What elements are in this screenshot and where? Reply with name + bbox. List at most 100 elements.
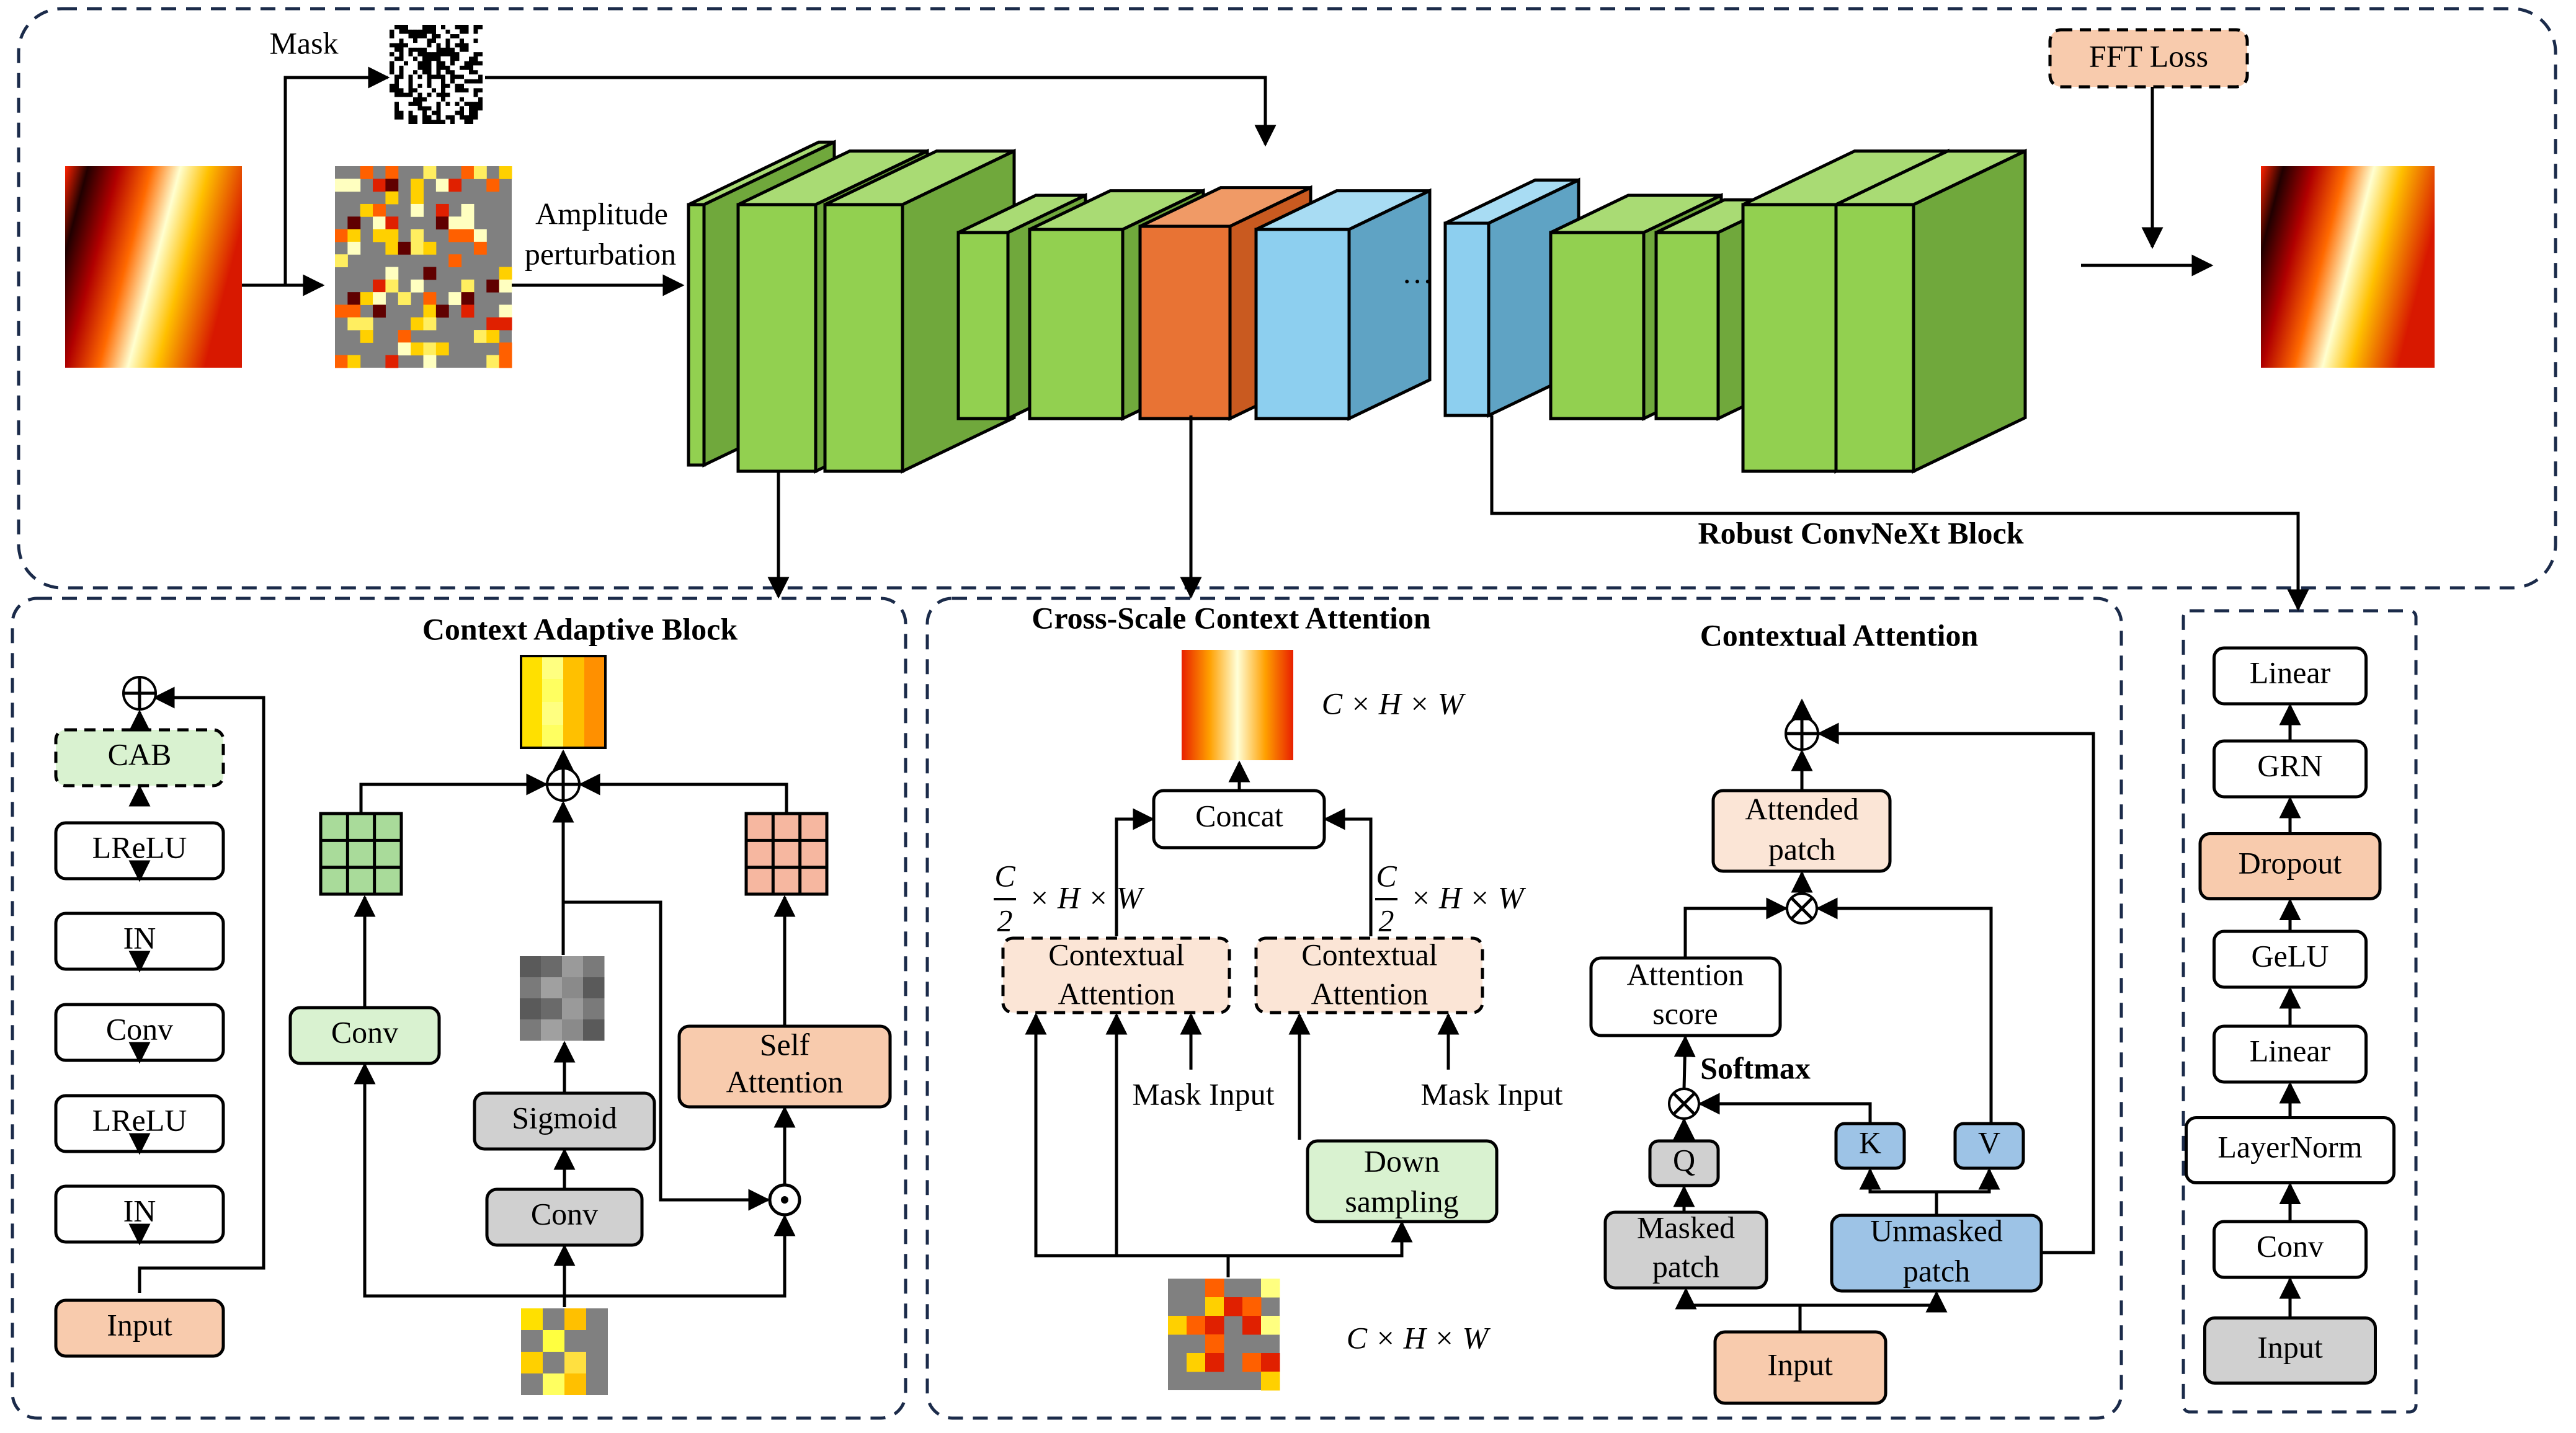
amplitude-label: Amplitude xyxy=(535,196,668,231)
csca-title: Cross-Scale Context Attention xyxy=(1032,600,1431,635)
csca-ctx1-label-b: Attention xyxy=(1058,976,1175,1011)
perturbed-heatmap xyxy=(335,166,512,368)
csca-arrow-in-down xyxy=(1228,1220,1413,1258)
output-heatmap xyxy=(2261,166,2435,368)
left-stack-label-1: LReLU xyxy=(92,830,187,864)
plus-cross-left xyxy=(123,677,156,709)
right-stack-label-5: LayerNorm xyxy=(2217,1129,2362,1164)
mid-frame xyxy=(925,597,2123,1420)
csca-down-label-1: Down xyxy=(1364,1143,1440,1178)
right-stack-label-3: GeLU xyxy=(2252,938,2329,973)
ca-unmasked-label-1: Unmasked xyxy=(1870,1213,2003,1248)
network-blocks xyxy=(687,140,2027,474)
left-stack-label-0: CAB xyxy=(108,737,172,771)
csca-ctx1-box xyxy=(1001,936,1231,1014)
csca-mask-input-1: Mask Input xyxy=(1132,1076,1274,1111)
cab-line-gray-dot xyxy=(564,900,770,1211)
cab-self-attn-label-2: Attention xyxy=(726,1064,844,1099)
csca-half-c-left: C xyxy=(994,858,1015,893)
right-stack-label-4: Linear xyxy=(2250,1033,2331,1068)
cab-grid-salmon xyxy=(744,812,829,896)
csca-half-d-left: 2 xyxy=(997,903,1013,938)
top-frame xyxy=(17,7,2557,590)
csca-concat-label: Concat xyxy=(1195,798,1283,833)
ca-title: Contextual Attention xyxy=(1700,618,1979,652)
perturbed-heatmap-pixels xyxy=(335,166,512,368)
arrow-mask-to-orange xyxy=(485,76,1277,147)
ca-arrow-unmasked-v xyxy=(1936,1168,2000,1194)
ca-arrow-score-times xyxy=(1683,897,1788,957)
csca-half-d-right: 2 xyxy=(1379,903,1394,938)
right-stack-label-0: Linear xyxy=(2250,655,2331,690)
right-stack: LinearGRNDropoutGeLULinearLayerNormConvI… xyxy=(2185,646,2396,1385)
right-stack-label-1: GRN xyxy=(2257,748,2323,783)
ca-softmax-label: Softmax xyxy=(1700,1050,1811,1085)
ca-arrow-in-masked xyxy=(1675,1287,1802,1331)
cab-input-map xyxy=(521,1308,608,1395)
mask-label: Mask xyxy=(269,25,338,60)
cab-gray-map xyxy=(520,956,605,1041)
csca-arrow-in-ctx1a xyxy=(1025,1013,1230,1277)
csca-dims-out: C × H × W xyxy=(1322,686,1466,721)
cab-dot-icon-dot xyxy=(781,1196,788,1204)
cab-arrow-in-dot xyxy=(564,1214,796,1298)
cab-output-map xyxy=(520,655,607,749)
ca-k-label: K xyxy=(1859,1125,1881,1160)
right-stack-label-2: Dropout xyxy=(2239,845,2342,880)
ca-attended-label-1: Attended xyxy=(1745,791,1858,826)
csca-ctx2-box xyxy=(1254,936,1484,1014)
csca-input-map xyxy=(1168,1279,1280,1391)
ellipsis: … xyxy=(1402,255,1433,290)
left-stack-label-3: Conv xyxy=(106,1011,173,1046)
fft-loss-label: FFT Loss xyxy=(2089,38,2208,73)
input-heatmap xyxy=(65,166,242,368)
ca-score-label-2: score xyxy=(1652,996,1718,1031)
block-7 xyxy=(1254,188,1432,421)
ca-residual xyxy=(1817,722,2095,1254)
csca-output-map xyxy=(1182,650,1293,760)
perturbation-label: perturbation xyxy=(525,236,676,271)
csca-ctx1-label-a: Contextual xyxy=(1048,937,1184,972)
right-stack-label-7: Input xyxy=(2257,1329,2323,1364)
cab-conv-left-label: Conv xyxy=(331,1014,398,1049)
cab-sigmoid-label: Sigmoid xyxy=(512,1100,617,1135)
cab-right-to-plus xyxy=(578,773,788,812)
csca-arrow-ctx2-concat xyxy=(1323,808,1373,936)
ca-attended-label-2: patch xyxy=(1768,832,1835,866)
csca-mask-input-2: Mask Input xyxy=(1420,1076,1562,1111)
ca-masked-label-2: patch xyxy=(1652,1249,1719,1284)
fft-loss-box xyxy=(2048,28,2249,89)
arrow-to-robust xyxy=(1490,415,2309,611)
ca-arrow-unmasked-k xyxy=(1859,1168,1938,1214)
cab-title: Context Adaptive Block xyxy=(422,611,738,646)
cab-left-to-plus xyxy=(359,773,548,812)
csca-arrow-ctx1-concat xyxy=(1115,808,1155,936)
ca-plus-icon-cross xyxy=(1786,717,1818,750)
csca-half-rest-right: × H × W xyxy=(1411,880,1526,915)
ca-q-label: Q xyxy=(1673,1142,1695,1177)
ca-score-label-1: Attention xyxy=(1627,957,1744,992)
csca-ctx2-label-b: Attention xyxy=(1311,976,1428,1011)
csca-dims-in: C × H × W xyxy=(1347,1320,1491,1355)
mask-image xyxy=(390,25,483,125)
cab-self-attn-label-1: Self xyxy=(760,1027,810,1062)
left-stack-label-6: Input xyxy=(107,1307,172,1342)
ca-arrow-k-times xyxy=(1698,1093,1872,1122)
cab-conv-mid-label: Conv xyxy=(531,1196,598,1231)
left-stack-label-2: IN xyxy=(123,920,156,955)
ca-softmax-times-icon-cross xyxy=(1672,1092,1696,1116)
right-frame xyxy=(2182,609,2418,1414)
csca-half-c-right: C xyxy=(1376,858,1397,893)
csca-ctx2-label-a: Contextual xyxy=(1301,937,1437,972)
left-stack-label-5: IN xyxy=(123,1193,156,1228)
ca-input-box xyxy=(1713,1330,1887,1405)
ca-unmasked-label-2: patch xyxy=(1903,1253,1970,1288)
left-stack-label-4: LReLU xyxy=(92,1102,187,1137)
cab-arrow-in-convleft xyxy=(354,1062,564,1298)
arrow-to-mask xyxy=(283,66,390,285)
ca-v-label: V xyxy=(1978,1125,2000,1160)
cab-plus-icon-cross xyxy=(547,768,579,801)
ca-masked-label-1: Masked xyxy=(1637,1210,1735,1244)
